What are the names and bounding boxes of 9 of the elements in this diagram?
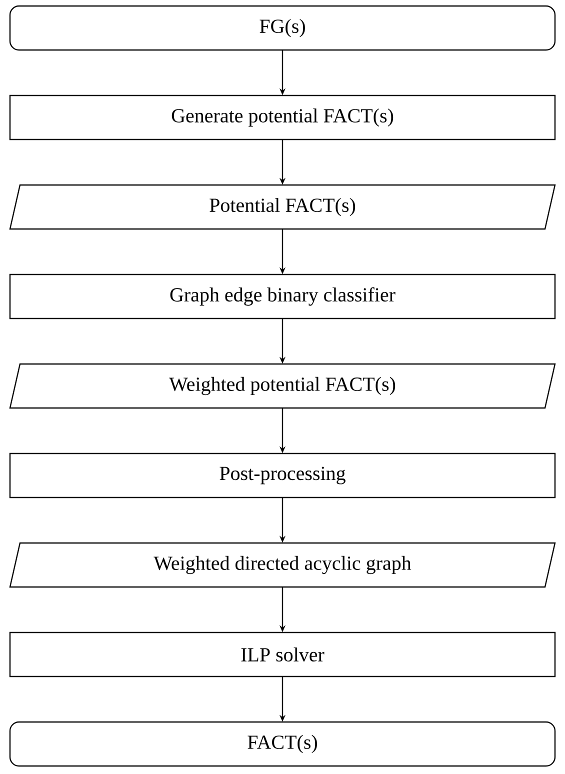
terminal-box: FACT(s): [9, 721, 556, 767]
process-box: Generate potential FACT(s): [9, 94, 556, 140]
data-parallelogram: Weighted directed acyclic graph: [9, 542, 556, 588]
process-box: Post-processing: [9, 452, 556, 498]
process-box: ILP solver: [9, 632, 556, 678]
data-parallelogram: Weighted potential FACT(s): [9, 363, 556, 409]
data-parallelogram: Potential FACT(s): [9, 184, 556, 230]
terminal-box: FG(s): [9, 5, 556, 51]
process-box: Graph edge binary classifier: [9, 274, 556, 320]
